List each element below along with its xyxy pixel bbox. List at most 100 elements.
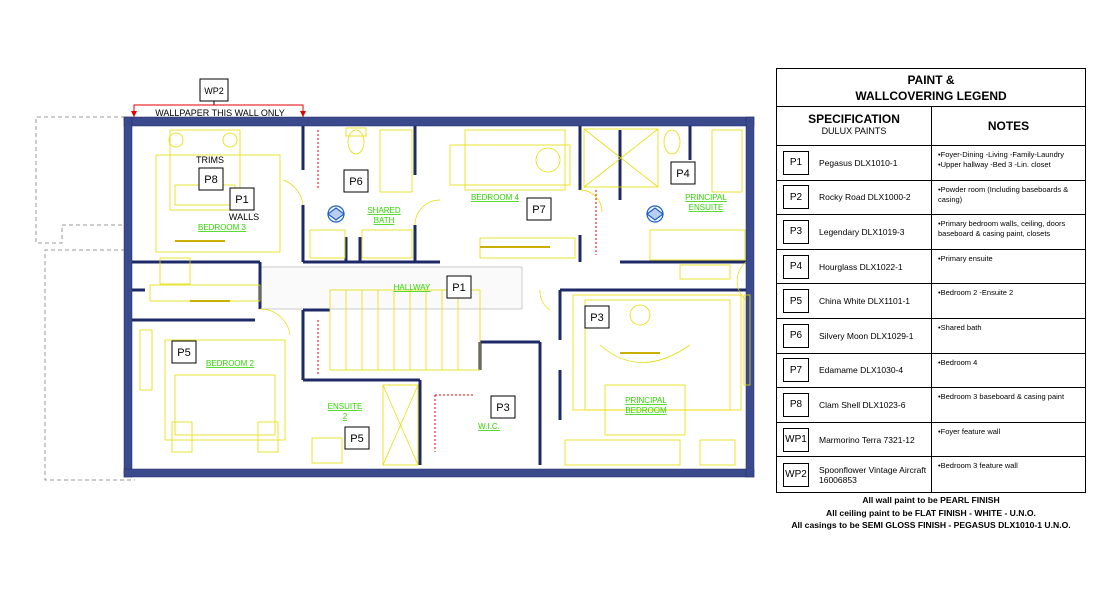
svg-text:P1: P1 [235, 194, 248, 206]
paint-note: •Foyer-Dining -Living -Family-Laundry •U… [938, 150, 1064, 169]
room-principal-bedroom-line2: BEDROOM [625, 406, 667, 415]
spec-header-cell: SPECIFICATION DULUX PAINTS [777, 107, 932, 145]
paint-name: Spoonflower Vintage Aircraft 16006853 [819, 464, 927, 485]
legend-title: PAINT & WALLCOVERING LEGEND [777, 69, 1085, 107]
paint-note: •Shared bath [938, 322, 982, 332]
legend-spec-cell: P5 China White DLX1101-1 [777, 284, 932, 318]
room-shared-bath-line2: BATH [374, 216, 395, 225]
room-labels: BEDROOM 3 SHARED BATH BEDROOM 4 PRINCIPA… [196, 155, 727, 431]
wallpaper-note: WALLPAPER THIS WALL ONLY [155, 108, 285, 118]
legend-title-line2: WALLCOVERING LEGEND [855, 89, 1007, 103]
paint-note: •Bedroom 3 baseboard & casing paint [938, 392, 1065, 402]
room-principal-ensuite-line2: ENSUITE [689, 203, 724, 212]
legend-row: P6 Silvery Moon DLX1029-1 •Shared bath [777, 318, 1085, 354]
legend-spec-cell: P8 Clam Shell DLX1023-6 [777, 388, 932, 422]
legend-row: P8 Clam Shell DLX1023-6 •Bedroom 3 baseboa… [777, 388, 1085, 423]
svg-text:P1: P1 [452, 282, 465, 294]
legend-spec-cell: P1 Pegasus DLX1010-1 [777, 146, 932, 180]
paint-name: Silvery Moon DLX1029-1 [819, 330, 914, 341]
svg-text:P3: P3 [590, 312, 603, 324]
paint-legend-table: PAINT & WALLCOVERING LEGEND SPECIFICATIO… [776, 68, 1086, 493]
spec-subheader: DULUX PAINTS [821, 126, 887, 136]
paint-name: Legendary DLX1019-3 [819, 226, 905, 237]
paint-code-box: P5 [783, 289, 809, 314]
paint-code-box: P6 [783, 323, 809, 348]
tag-p3-wic: P3 [490, 395, 516, 419]
legend-title-line1: PAINT & [907, 73, 955, 87]
svg-text:P6: P6 [349, 176, 362, 188]
svg-text:P3: P3 [496, 402, 509, 414]
svg-text:P4: P4 [676, 168, 689, 180]
tag-p6: P6 [343, 169, 369, 193]
tag-p4: P4 [670, 161, 696, 185]
legend-row: P4 Hourglass DLX1022-1 •Primary ensuite [777, 249, 1085, 285]
tag-p1-bedroom3: P1 [229, 187, 255, 211]
paint-note: •Primary bedroom walls, ceiling, doors b… [938, 219, 1066, 239]
svg-text:P7: P7 [532, 204, 545, 216]
paint-note: •Primary ensuite [938, 253, 993, 263]
tag-p5-ensuite: P5 [344, 426, 370, 450]
tag-p5-bedroom2: P5 [171, 340, 197, 364]
door-swings [259, 179, 747, 336]
paint-code-box: P7 [783, 358, 809, 383]
red-marks [317, 130, 597, 452]
paint-code-box: P4 [783, 254, 809, 279]
svg-text:P5: P5 [177, 347, 190, 359]
legend-row: P1 Pegasus DLX1010-1 •Foyer-Dining -Living… [777, 146, 1085, 181]
room-bedroom-3: BEDROOM 3 [198, 223, 247, 232]
room-bedroom-4: BEDROOM 4 [471, 193, 520, 202]
paint-name: Marmorino Terra 7321-12 [819, 434, 915, 445]
room-wic: W.I.C. [478, 422, 500, 431]
paint-code-box: P2 [783, 185, 809, 210]
paint-name: Pegasus DLX1010-1 [819, 157, 898, 168]
room-principal-ensuite-line1: PRINCIPAL [685, 193, 727, 202]
wp2-callout-tag: WP2 [204, 86, 224, 96]
trims-label: TRIMS [196, 155, 224, 165]
finish-notes: All wall paint to be PEARL FINISH All ce… [776, 494, 1086, 532]
legend-rows: P1 Pegasus DLX1010-1 •Foyer-Dining -Living… [777, 146, 1085, 492]
legend-spec-cell: P2 Rocky Road DLX1000-2 [777, 180, 932, 215]
legend-spec-cell: WP1 Marmorino Terra 7321-12 [777, 422, 932, 457]
paint-note: •Bedroom 3 feature wall [938, 461, 1018, 471]
shower-symbols [327, 205, 664, 223]
room-hallway: HALLWAY [394, 283, 431, 292]
floor-plan: WP2 WALLPAPER THIS WALL ONLY [35, 78, 755, 481]
tag-p1-hallway: P1 [446, 275, 472, 299]
wallpaper-callout: WP2 WALLPAPER THIS WALL ONLY [131, 78, 306, 118]
finish-note-ceiling: All ceiling paint to be FLAT FINISH - WH… [826, 507, 1036, 518]
svg-text:P8: P8 [204, 174, 217, 186]
paint-code-box: P8 [783, 392, 809, 417]
room-ensuite-2-line2: 2 [343, 412, 348, 421]
paint-name: China White DLX1101-1 [819, 296, 911, 307]
paint-name: Hourglass DLX1022-1 [819, 261, 903, 272]
paint-name: Rocky Road DLX1000-2 [819, 192, 911, 203]
paint-tags: P8 P1 P6 P7 P4 P1 P3 P5 P3 P5 [171, 161, 696, 450]
svg-text:P5: P5 [350, 433, 363, 445]
paint-name: Clam Shell DLX1023-6 [819, 399, 906, 410]
hallway-zone [258, 266, 523, 310]
paint-code-box: WP1 [783, 427, 809, 452]
paint-note: •Bedroom 2 -Ensuite 2 [938, 288, 1014, 298]
legend-spec-cell: P4 Hourglass DLX1022-1 [777, 249, 932, 284]
notes-header: NOTES [987, 119, 1030, 133]
tag-p3-principal: P3 [584, 305, 610, 329]
fixture-text-marks [175, 240, 660, 354]
paint-note: •Bedroom 4 [938, 357, 978, 367]
legend-spec-cell: WP2 Spoonflower Vintage Aircraft 16006853 [777, 457, 932, 492]
tag-p7: P7 [526, 197, 552, 221]
tag-p8: P8 [198, 167, 224, 191]
paint-code-box: WP2 [783, 462, 809, 487]
finish-note-casings: All casings to be SEMI GLOSS FINISH - PE… [791, 520, 1071, 530]
paint-code-box: P1 [783, 150, 809, 175]
spec-header: SPECIFICATION [808, 112, 900, 126]
legend-spec-cell: P6 Silvery Moon DLX1029-1 [777, 318, 932, 353]
finish-note-walls: All wall paint to be PEARL FINISH [862, 495, 1000, 505]
room-bedroom-2: BEDROOM 2 [206, 359, 255, 368]
room-shared-bath-line1: SHARED [367, 206, 401, 215]
interior-walls [132, 126, 746, 465]
